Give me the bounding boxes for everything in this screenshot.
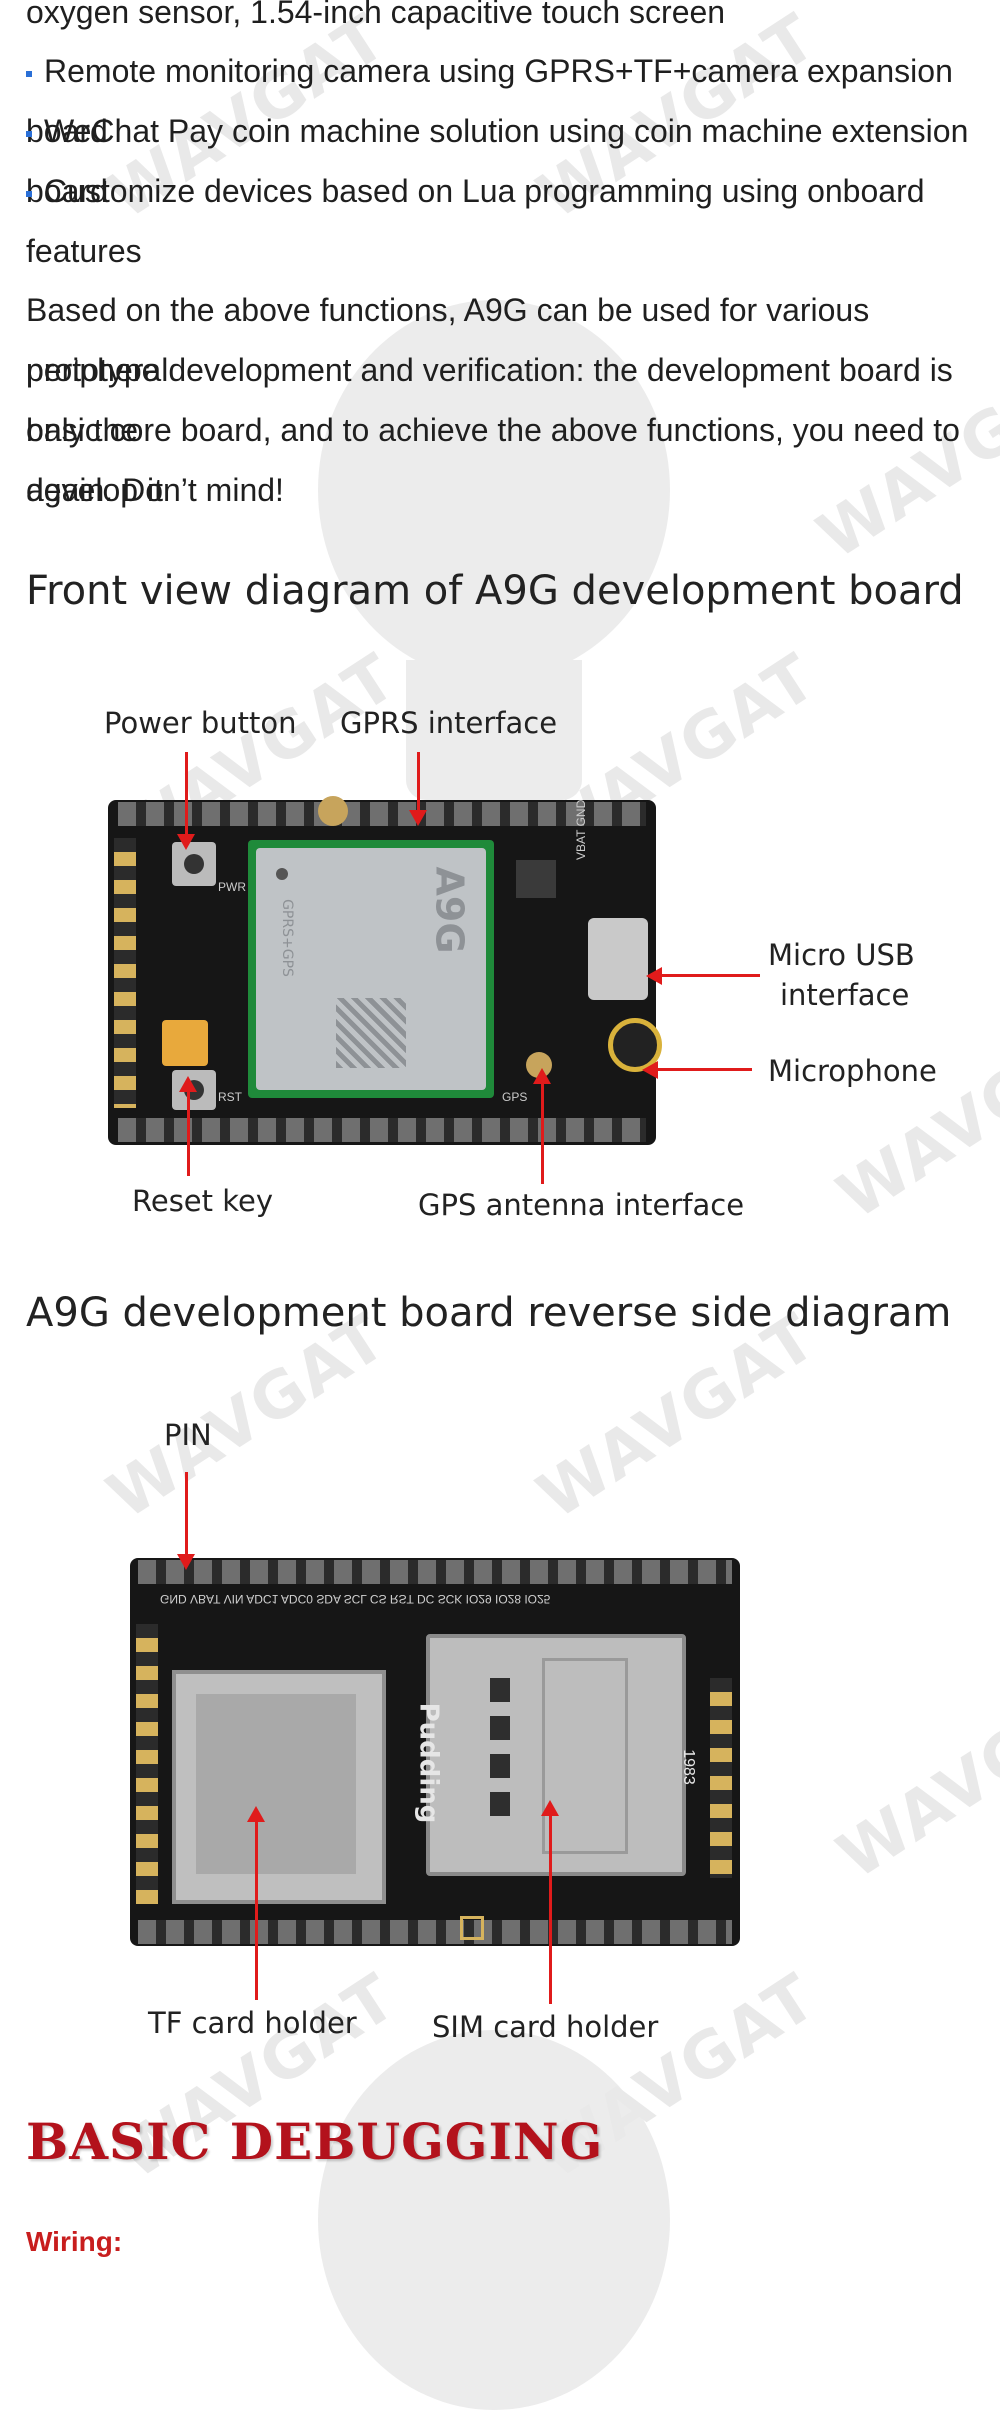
regulator-chip <box>516 860 556 898</box>
sim-holder-part <box>426 1634 686 1876</box>
bullet-dot <box>26 190 32 197</box>
bulb-watermark <box>318 300 670 800</box>
watermark-text: WAVGAT <box>825 1660 1000 1894</box>
arrow-line <box>187 1090 190 1176</box>
paragraph-line: Based on the above functions, A9G can be… <box>26 292 870 388</box>
pin-label: PIN <box>164 1418 212 1452</box>
module-label: A9G <box>427 866 472 954</box>
arrow-line <box>185 1472 188 1556</box>
intro-line: oxygen sensor, 1.54-inch capacitive touc… <box>26 0 726 30</box>
arrow-head <box>179 1076 197 1092</box>
arrow-head <box>409 810 427 826</box>
gprs-connector-part <box>318 796 348 826</box>
paragraph-line: prototype development and verification: … <box>26 352 953 448</box>
chip-silk: 1983 <box>679 1749 697 1785</box>
micro-usb-label-2: interface <box>780 978 910 1012</box>
gprs-interface-label: GPRS interface <box>340 706 558 740</box>
arrow-line <box>255 1820 258 2000</box>
bullet-item: WeChat Pay coin machine solution using c… <box>26 113 969 209</box>
pin-silk: GND VBAT VIN ADC1 ADC0 SDA SCL CS RST DC… <box>160 1592 551 1606</box>
tf-holder-part <box>172 1670 386 1904</box>
battery-connector <box>162 1020 208 1066</box>
arrow-head <box>646 967 662 985</box>
tf-card-holder-label: TF card holder <box>148 2006 357 2040</box>
arrow-line <box>656 1068 752 1071</box>
microphone-label: Microphone <box>768 1054 937 1088</box>
arrow-line <box>417 752 420 812</box>
front-board: A9G GPRS+GPS PWR RST GPS VBAT GND <box>108 796 662 1145</box>
arrow-line <box>541 1082 544 1184</box>
arrow-head <box>642 1061 658 1079</box>
qr-code <box>336 998 406 1068</box>
bullet-dot <box>26 70 32 77</box>
watermark-text: WAVGAT <box>825 1000 1000 1234</box>
gps-antenna-label: GPS antenna interface <box>418 1188 745 1222</box>
wiring-label: Wiring: <box>26 2226 123 2257</box>
vbat-silk: VBAT GND <box>574 799 588 860</box>
paragraph-line: again. Don’t mind! <box>26 472 284 508</box>
module-shield: A9G GPRS+GPS <box>256 848 486 1090</box>
arrow-head <box>247 1806 265 1822</box>
reset-key-label: Reset key <box>132 1184 273 1218</box>
arrow-line <box>185 752 188 836</box>
front-view-heading: Front view diagram of A9G development bo… <box>26 568 964 614</box>
arrow-head <box>533 1068 551 1084</box>
module-pcb: A9G GPRS+GPS <box>248 840 494 1098</box>
basic-debugging-title: BASIC DEBUGGING <box>26 2112 604 2171</box>
reverse-view-heading: A9G development board reverse side diagr… <box>26 1290 952 1336</box>
usb-connector <box>588 918 648 1000</box>
arrow-line <box>660 974 760 977</box>
gps-silk: GPS <box>502 1090 528 1104</box>
sim-card-holder-label: SIM card holder <box>432 2010 659 2044</box>
pudding-silk: Pudding <box>413 1702 444 1824</box>
pwr-silk: PWR <box>218 880 246 894</box>
bullet-item: Remote monitoring camera using GPRS+TF+c… <box>26 53 953 149</box>
power-button-label: Power button <box>104 706 297 740</box>
rst-silk: RST <box>218 1090 242 1104</box>
arrow-head <box>541 1800 559 1816</box>
bullet-item: Customize devices based on Lua programmi… <box>26 173 925 269</box>
reverse-board: GND VBAT VIN ADC1 ADC0 SDA SCL CS RST DC… <box>130 1558 740 1946</box>
micro-usb-label-1: Micro USB <box>768 938 915 972</box>
paragraph-line: basic core board, and to achieve the abo… <box>26 412 960 508</box>
module-sublabel: GPRS+GPS <box>278 899 295 977</box>
arrow-head <box>177 834 195 850</box>
arrow-head <box>177 1554 195 1570</box>
arrow-line <box>549 1814 552 2004</box>
bullet-dot <box>26 130 32 137</box>
